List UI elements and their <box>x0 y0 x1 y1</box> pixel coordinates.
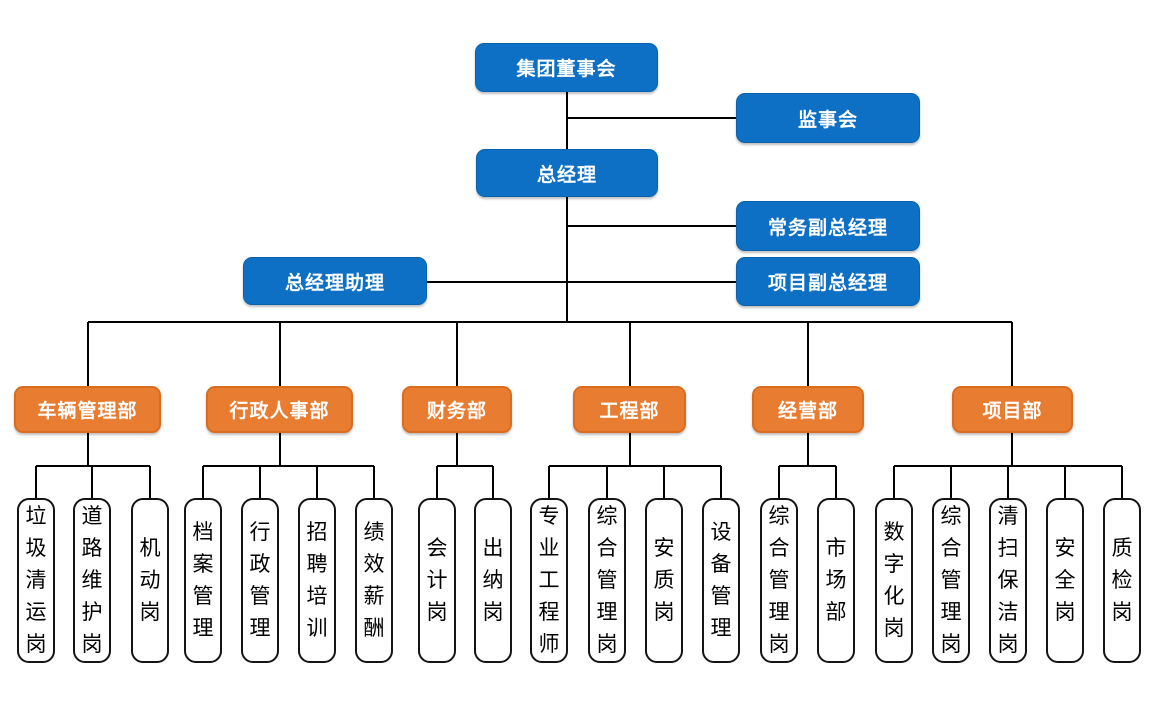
node-executive-deputy-gm: 常务副总经理 <box>736 201 920 251</box>
position-accounting: 会计岗 <box>418 498 456 663</box>
position-label: 质检岗 <box>1111 536 1133 624</box>
position-label: 绩效薪酬 <box>363 520 385 640</box>
dept-admin-hr: 行政人事部 <box>206 386 353 433</box>
position-performance-compensation: 绩效薪酬 <box>355 498 393 663</box>
position-market: 市场部 <box>817 498 855 663</box>
position-label: 安质岗 <box>653 536 675 624</box>
position-safety: 安全岗 <box>1046 498 1084 663</box>
dept-project: 项目部 <box>952 386 1073 433</box>
position-archives-management: 档案管理 <box>184 498 222 663</box>
position-general-management-eng: 综合管理岗 <box>588 498 626 663</box>
position-label: 行政管理 <box>249 520 271 640</box>
position-label: 出纳岗 <box>482 536 504 624</box>
position-label: 安全岗 <box>1054 536 1076 624</box>
position-label: 专业工程师 <box>538 504 560 656</box>
position-quality-inspection: 质检岗 <box>1103 498 1141 663</box>
dept-finance: 财务部 <box>402 386 512 433</box>
position-label: 市场部 <box>825 536 847 624</box>
position-garbage-removal: 垃圾清运岗 <box>17 498 55 663</box>
position-recruitment-training: 招聘培训 <box>298 498 336 663</box>
position-cashier: 出纳岗 <box>474 498 512 663</box>
node-supervisory-board: 监事会 <box>736 93 920 143</box>
position-road-maintenance: 道路维护岗 <box>73 498 111 663</box>
position-label: 道路维护岗 <box>81 504 103 656</box>
position-general-management-ops: 综合管理岗 <box>760 498 798 663</box>
node-general-manager: 总经理 <box>476 149 658 197</box>
position-label: 垃圾清运岗 <box>25 504 47 656</box>
position-label: 档案管理 <box>192 520 214 640</box>
dept-engineering: 工程部 <box>573 386 686 433</box>
node-project-deputy-gm: 项目副总经理 <box>736 257 920 306</box>
node-group-board: 集团董事会 <box>475 43 658 92</box>
position-mobile-duty: 机动岗 <box>131 498 169 663</box>
position-general-management-proj: 综合管理岗 <box>932 498 970 663</box>
node-gm-assistant: 总经理助理 <box>243 257 427 305</box>
position-label: 综合管理岗 <box>940 504 962 656</box>
position-equipment-management: 设备管理 <box>702 498 740 663</box>
position-label: 设备管理 <box>710 520 732 640</box>
position-label: 机动岗 <box>139 536 161 624</box>
position-label: 综合管理岗 <box>596 504 618 656</box>
position-label: 数字化岗 <box>883 520 905 640</box>
position-cleaning: 清扫保洁岗 <box>989 498 1027 663</box>
position-label: 清扫保洁岗 <box>997 504 1019 656</box>
position-professional-engineer: 专业工程师 <box>530 498 568 663</box>
dept-vehicle-management: 车辆管理部 <box>14 386 161 433</box>
position-label: 会计岗 <box>426 536 448 624</box>
position-label: 招聘培训 <box>306 520 328 640</box>
dept-operations: 经营部 <box>752 386 864 433</box>
position-digitalization: 数字化岗 <box>875 498 913 663</box>
position-safety-quality: 安质岗 <box>645 498 683 663</box>
position-label: 综合管理岗 <box>768 504 790 656</box>
position-admin-management: 行政管理 <box>241 498 279 663</box>
